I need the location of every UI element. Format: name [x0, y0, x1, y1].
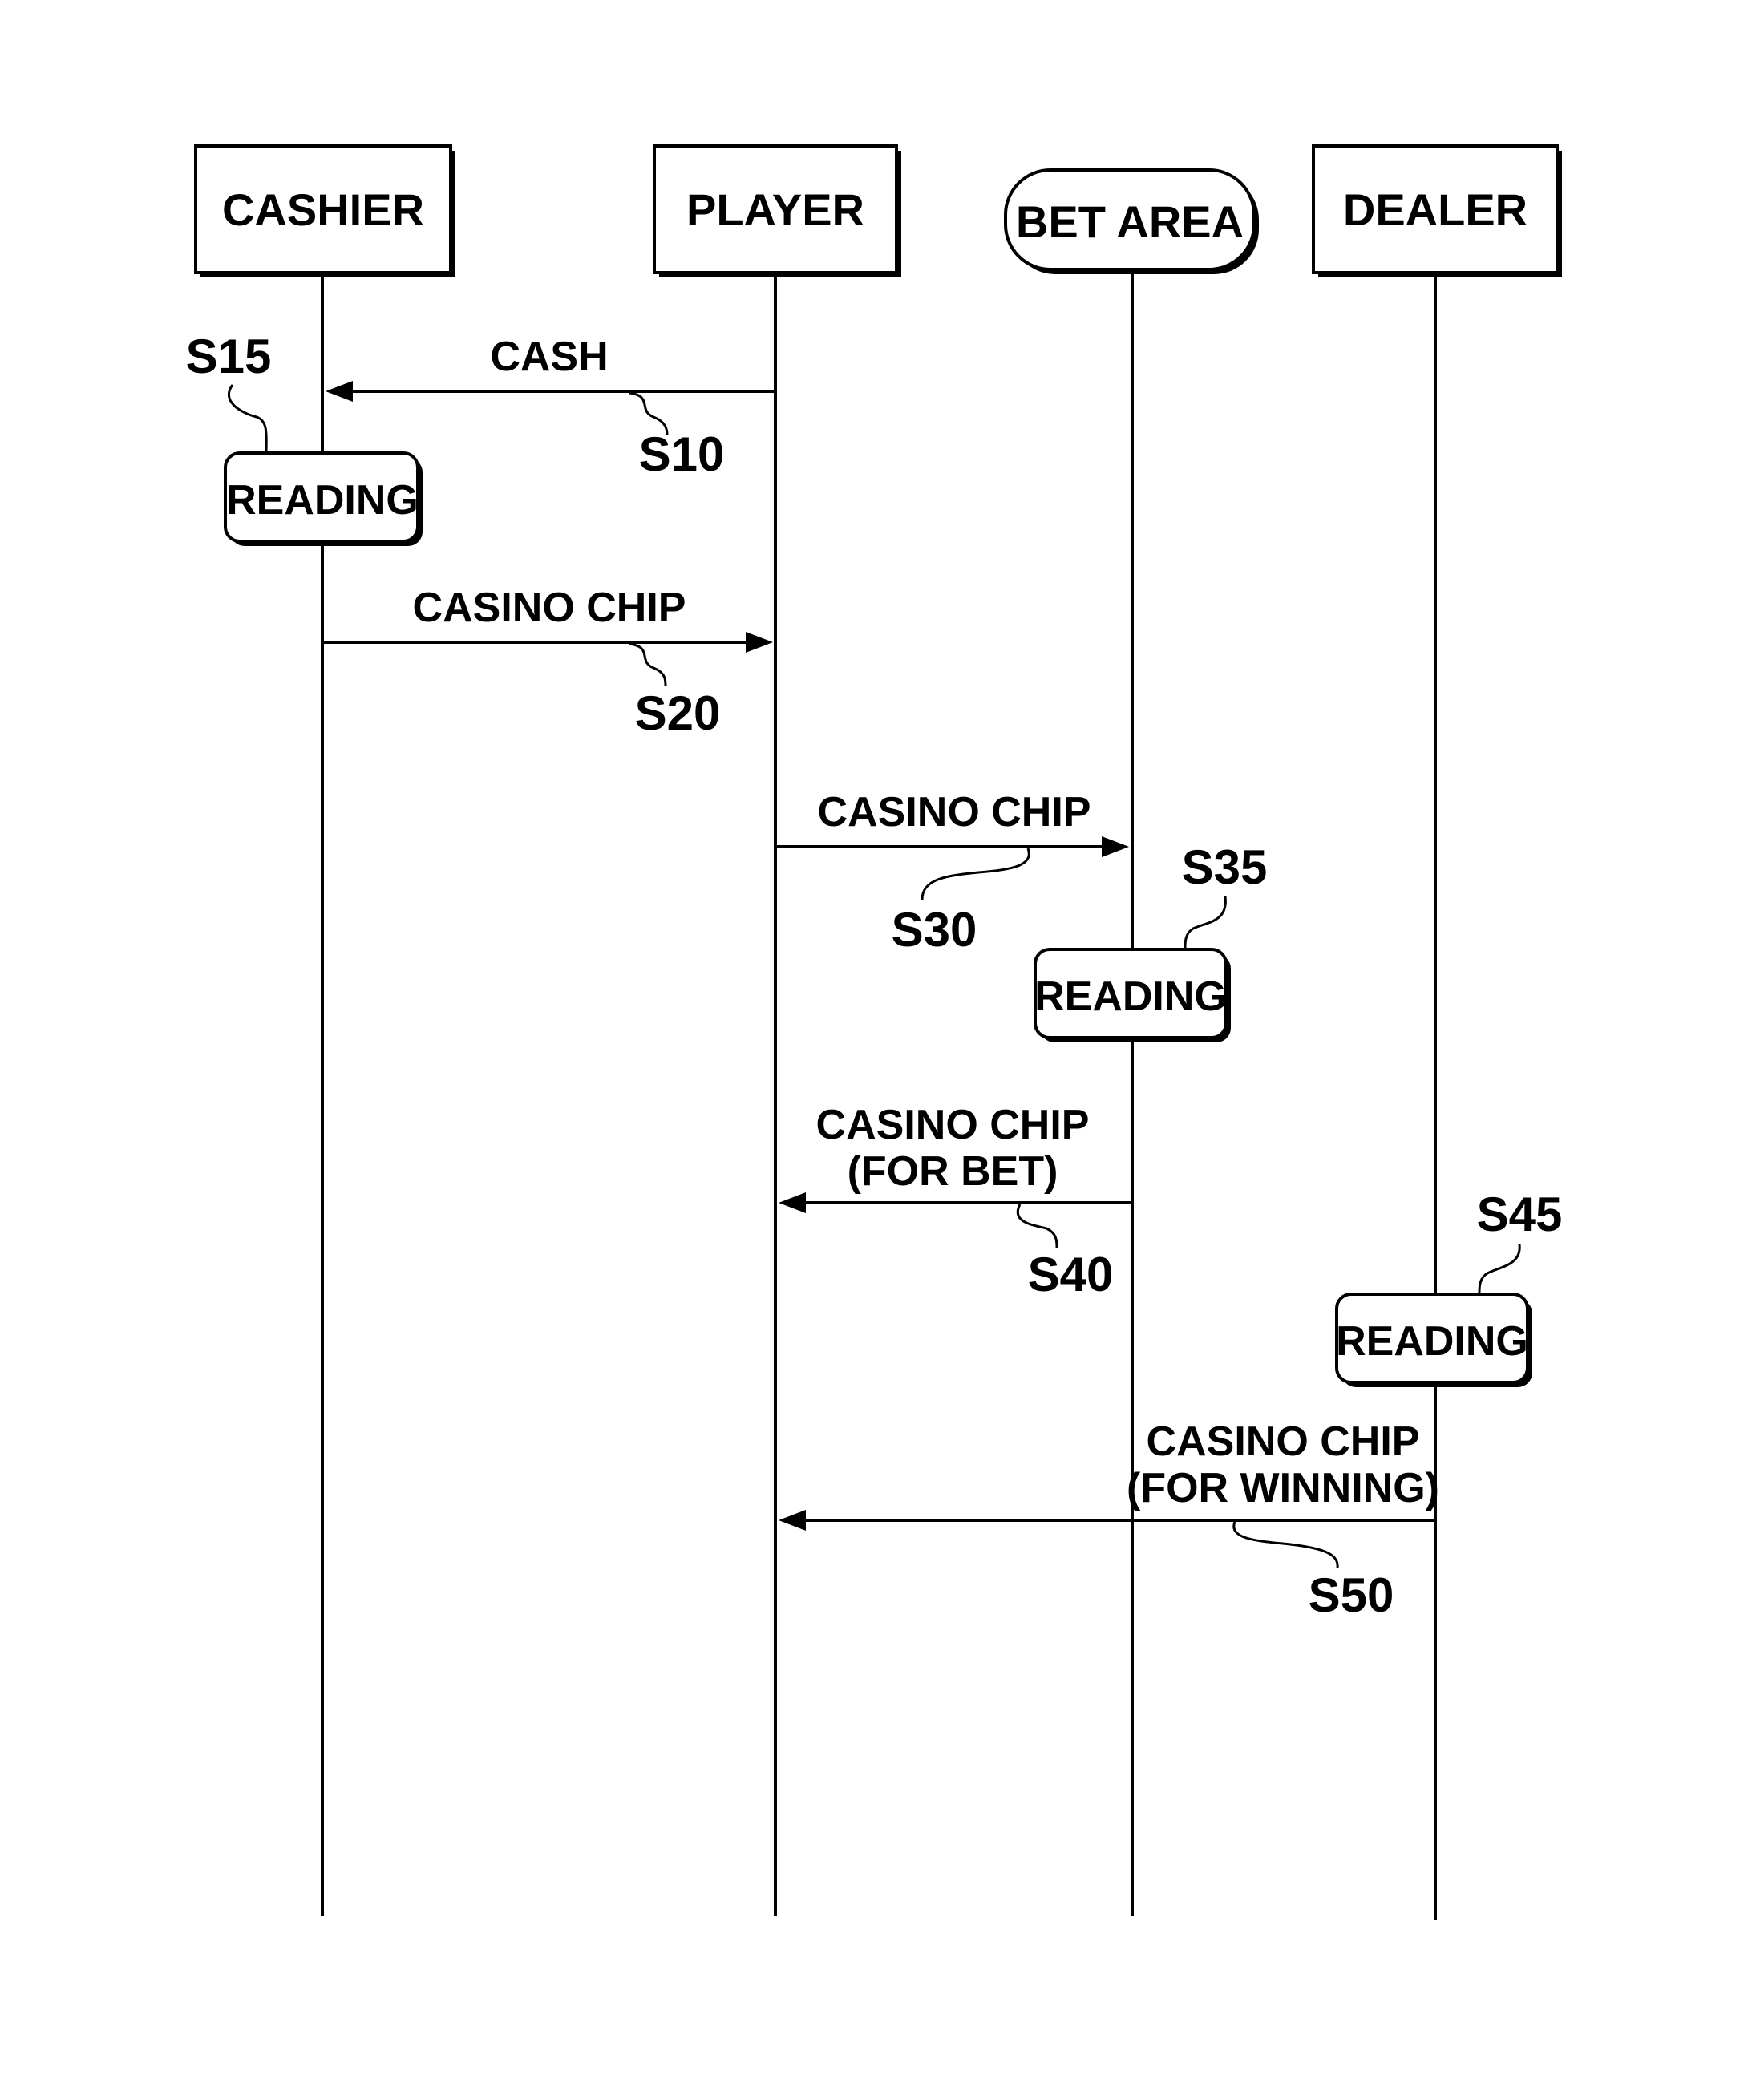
activity-s45-step: S45 [1477, 1188, 1563, 1241]
message-s40-step: S40 [1028, 1248, 1114, 1301]
message-s40-label-line2: (FOR BET) [848, 1148, 1058, 1195]
arrowhead-icon [1102, 836, 1129, 857]
message-s50-label-line2: (FOR WINNING) [1127, 1465, 1439, 1511]
header-dealer: DEALER [1313, 146, 1562, 277]
header-player: PLAYER [654, 146, 901, 277]
message-s40: CASINO CHIP (FOR BET) S40 [779, 1102, 1132, 1301]
arrowhead-icon [779, 1192, 806, 1213]
message-s50-label-line1: CASINO CHIP [1147, 1418, 1420, 1465]
activity-s45: S45 READING [1336, 1188, 1562, 1387]
header-bet-area-label: BET AREA [1016, 196, 1244, 247]
message-s20-step: S20 [635, 686, 721, 740]
arrowhead-icon [326, 381, 353, 402]
activity-s35-step: S35 [1182, 840, 1268, 894]
arrowhead-icon [779, 1510, 806, 1531]
message-s30-label: CASINO CHIP [818, 789, 1091, 836]
header-cashier-label: CASHIER [222, 184, 424, 235]
message-s20-label: CASINO CHIP [413, 585, 686, 631]
message-s30: CASINO CHIP S30 [775, 789, 1129, 957]
activity-s45-label: READING [1336, 1318, 1528, 1365]
header-player-label: PLAYER [686, 184, 864, 235]
message-s50-step: S50 [1309, 1568, 1394, 1622]
activity-s15-step: S15 [186, 330, 272, 383]
activity-s15: S15 READING [186, 330, 423, 546]
message-s30-step: S30 [892, 903, 977, 957]
activity-s35-label: READING [1034, 973, 1227, 1020]
header-cashier: CASHIER [196, 146, 455, 277]
activity-s35: S35 READING [1034, 840, 1267, 1042]
message-s10-step: S10 [639, 427, 725, 481]
message-s40-label-line1: CASINO CHIP [816, 1102, 1090, 1148]
header-bet-area: BET AREA [1006, 170, 1259, 274]
arrowhead-icon [746, 632, 773, 653]
message-s10-label: CASH [490, 334, 608, 380]
header-dealer-label: DEALER [1343, 184, 1528, 235]
message-s20: CASINO CHIP S20 [322, 585, 773, 740]
message-s50: CASINO CHIP (FOR WINNING) S50 [779, 1418, 1439, 1622]
activity-s15-label: READING [226, 477, 419, 524]
